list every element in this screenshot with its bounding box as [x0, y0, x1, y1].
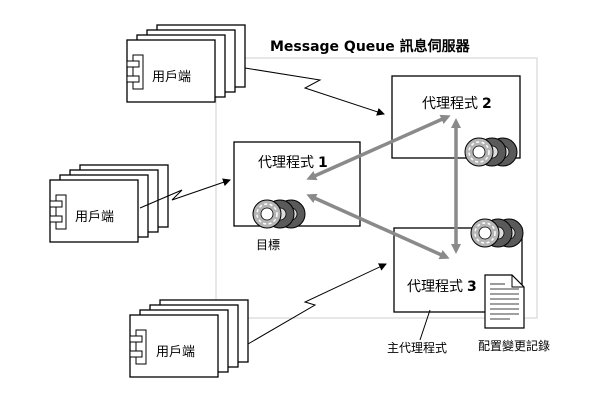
client-connection-middle: [139, 178, 231, 209]
config-change-log-document-icon: [484, 274, 525, 329]
client-connection-top: [244, 67, 385, 116]
destination-label: 目標: [256, 238, 281, 252]
agent-2-number: 2: [482, 96, 492, 112]
client-stack-bottom: [129, 299, 249, 378]
agent-1-2-link: [306, 114, 451, 181]
client-connection-bottom: [247, 263, 387, 345]
agent-1-3-link: [306, 193, 450, 260]
agent-2-disk-icon: [464, 137, 518, 167]
agent-1-name: 代理程式: [258, 155, 314, 171]
client-stack-top: [126, 24, 246, 103]
agent-3-name: 代理程式: [407, 279, 463, 295]
destination-disk-icon: [252, 199, 306, 229]
master-agent-leader-line: [419, 309, 431, 341]
agent-3-disk-icon: [470, 218, 524, 248]
client-label-middle: 用戶端: [75, 210, 115, 225]
client-label-bottom: 用戶端: [156, 345, 196, 360]
agent-3-number: 3: [467, 279, 477, 295]
config-change-log-label: 配置變更記錄: [478, 339, 551, 353]
client-label-top: 用戶端: [152, 70, 192, 85]
agent-1-number: 1: [318, 155, 328, 171]
agent-2-name: 代理程式: [422, 96, 478, 112]
message-queue-server-title: Message Queue 訊息伺服器: [270, 39, 470, 55]
message-queue-server-frame: [215, 57, 538, 319]
master-agent-label: 主代理程式: [387, 341, 448, 355]
